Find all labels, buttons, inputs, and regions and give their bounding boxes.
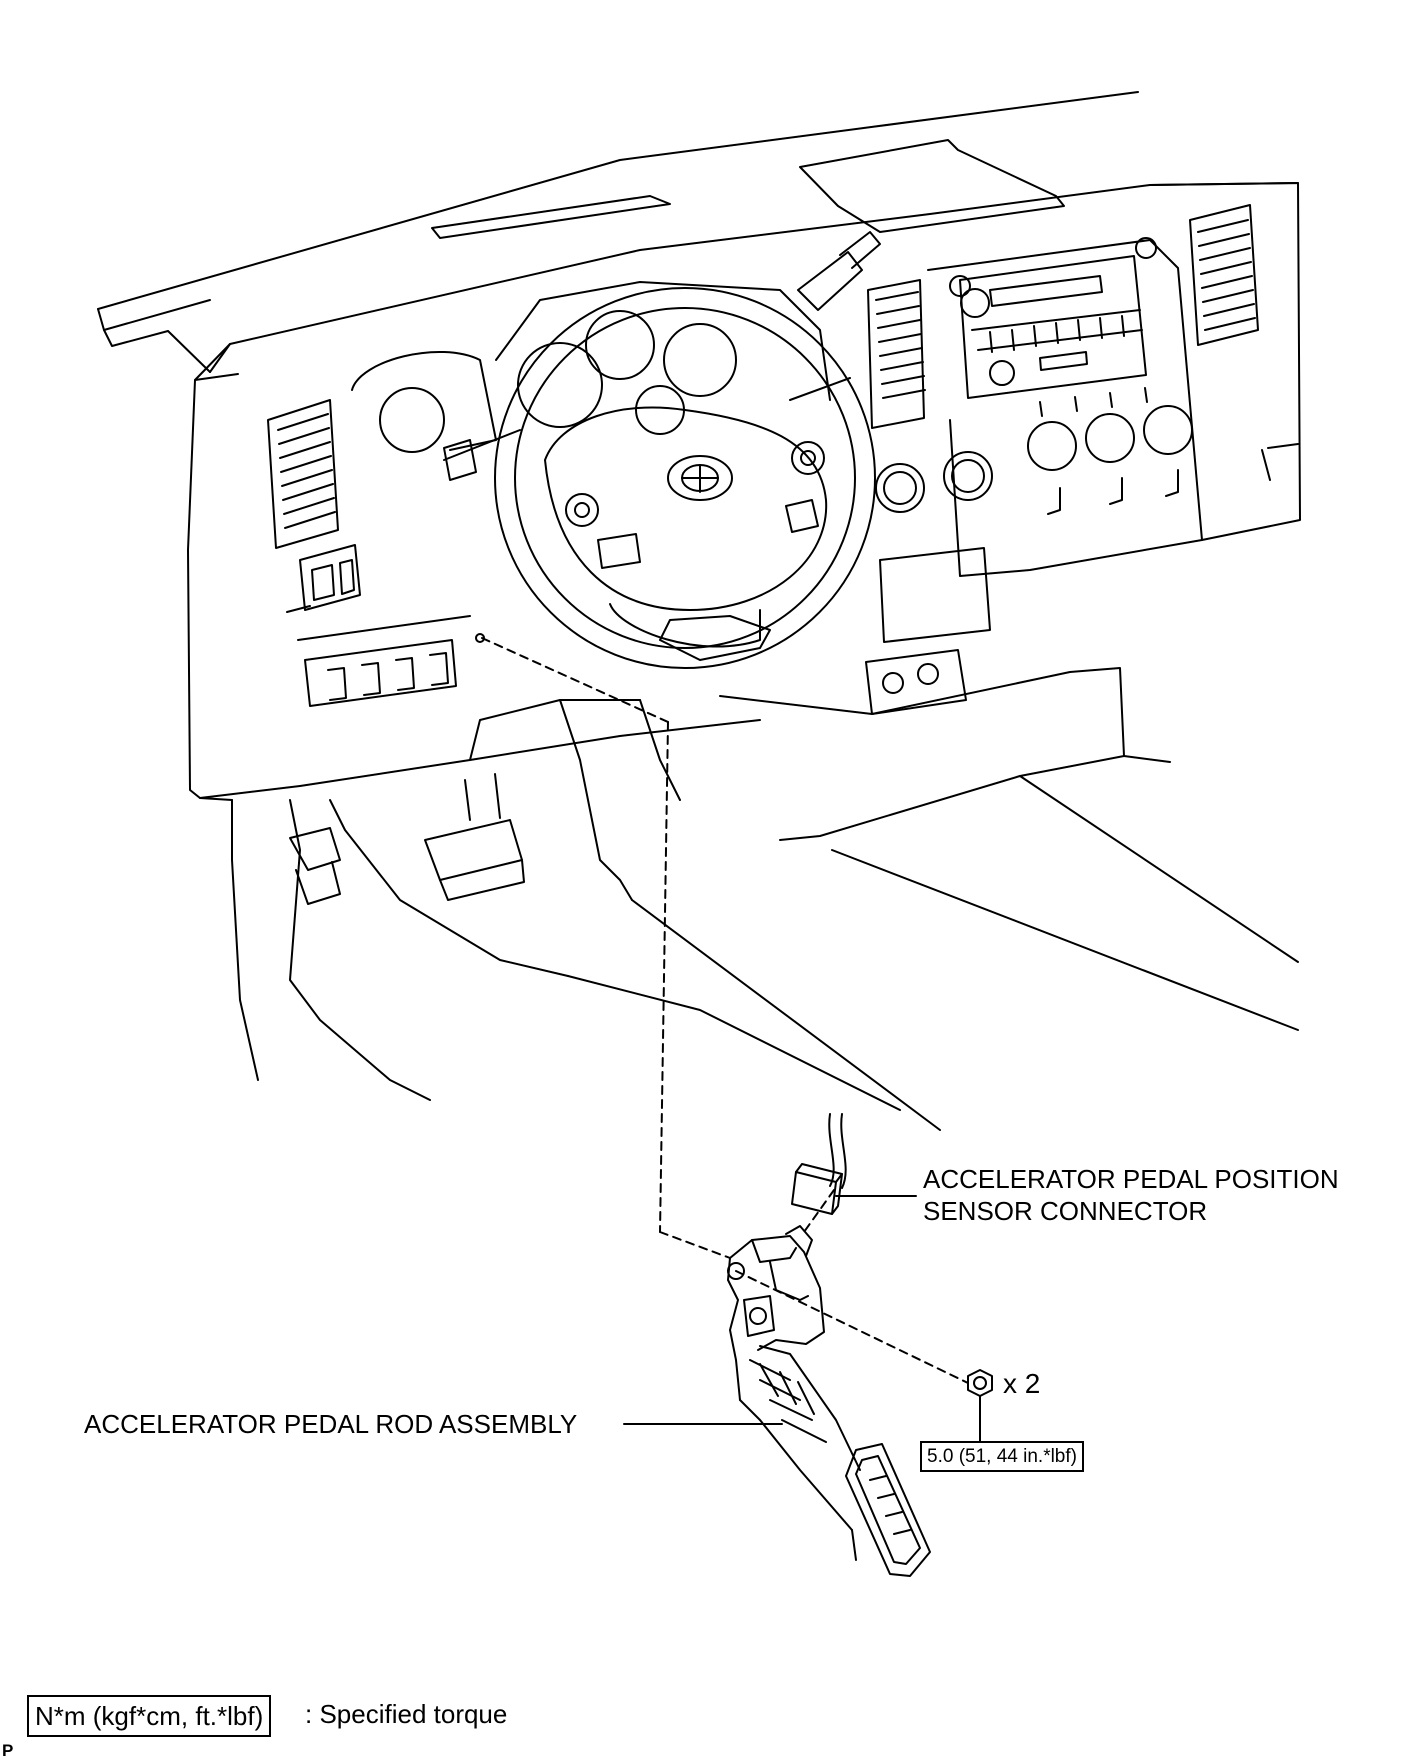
legend-description: : Specified torque xyxy=(305,1699,508,1729)
mounting-nut-icon xyxy=(967,1369,993,1397)
location-dashed-lines xyxy=(481,637,969,1384)
sensor-harness xyxy=(828,1113,847,1189)
brake-and-clutch-pedals xyxy=(289,773,525,905)
center-knobs xyxy=(875,451,993,513)
left-vent xyxy=(267,399,339,549)
steering-column-lever xyxy=(797,231,881,311)
bolt-location-mark xyxy=(475,633,485,643)
dashboard-left-end xyxy=(187,343,301,1081)
pedal-rod-assembly-label: ACCELERATOR PEDAL ROD ASSEMBLY xyxy=(84,1409,578,1439)
right-dash xyxy=(1149,182,1301,541)
left-switch-panel xyxy=(286,544,471,707)
steering-wheel xyxy=(443,287,876,669)
accelerator-pedal-icon xyxy=(727,1225,931,1577)
corner-mark: P xyxy=(2,1741,14,1760)
nut-quantity-label: x 2 xyxy=(1003,1368,1041,1399)
instrument-cluster xyxy=(351,281,831,453)
torque-spec-box: 5.0 (51, 44 in.*lbf) xyxy=(920,1441,1084,1472)
sensor-connector-label-line2: SENSOR CONNECTOR xyxy=(923,1196,1208,1226)
leader-lines xyxy=(623,1195,981,1442)
center-vent xyxy=(867,279,926,429)
legend-unit-box: N*m (kgf*cm, ft.*lbf) xyxy=(27,1695,272,1737)
lower-center-console xyxy=(719,547,1171,841)
lower-dash-and-floor xyxy=(289,699,1299,1131)
sensor-connector-label-line1: ACCELERATOR PEDAL POSITION xyxy=(923,1164,1339,1194)
dashboard-top xyxy=(97,91,1299,373)
center-stack xyxy=(927,237,1203,577)
sensor-connector-icon xyxy=(791,1163,843,1215)
